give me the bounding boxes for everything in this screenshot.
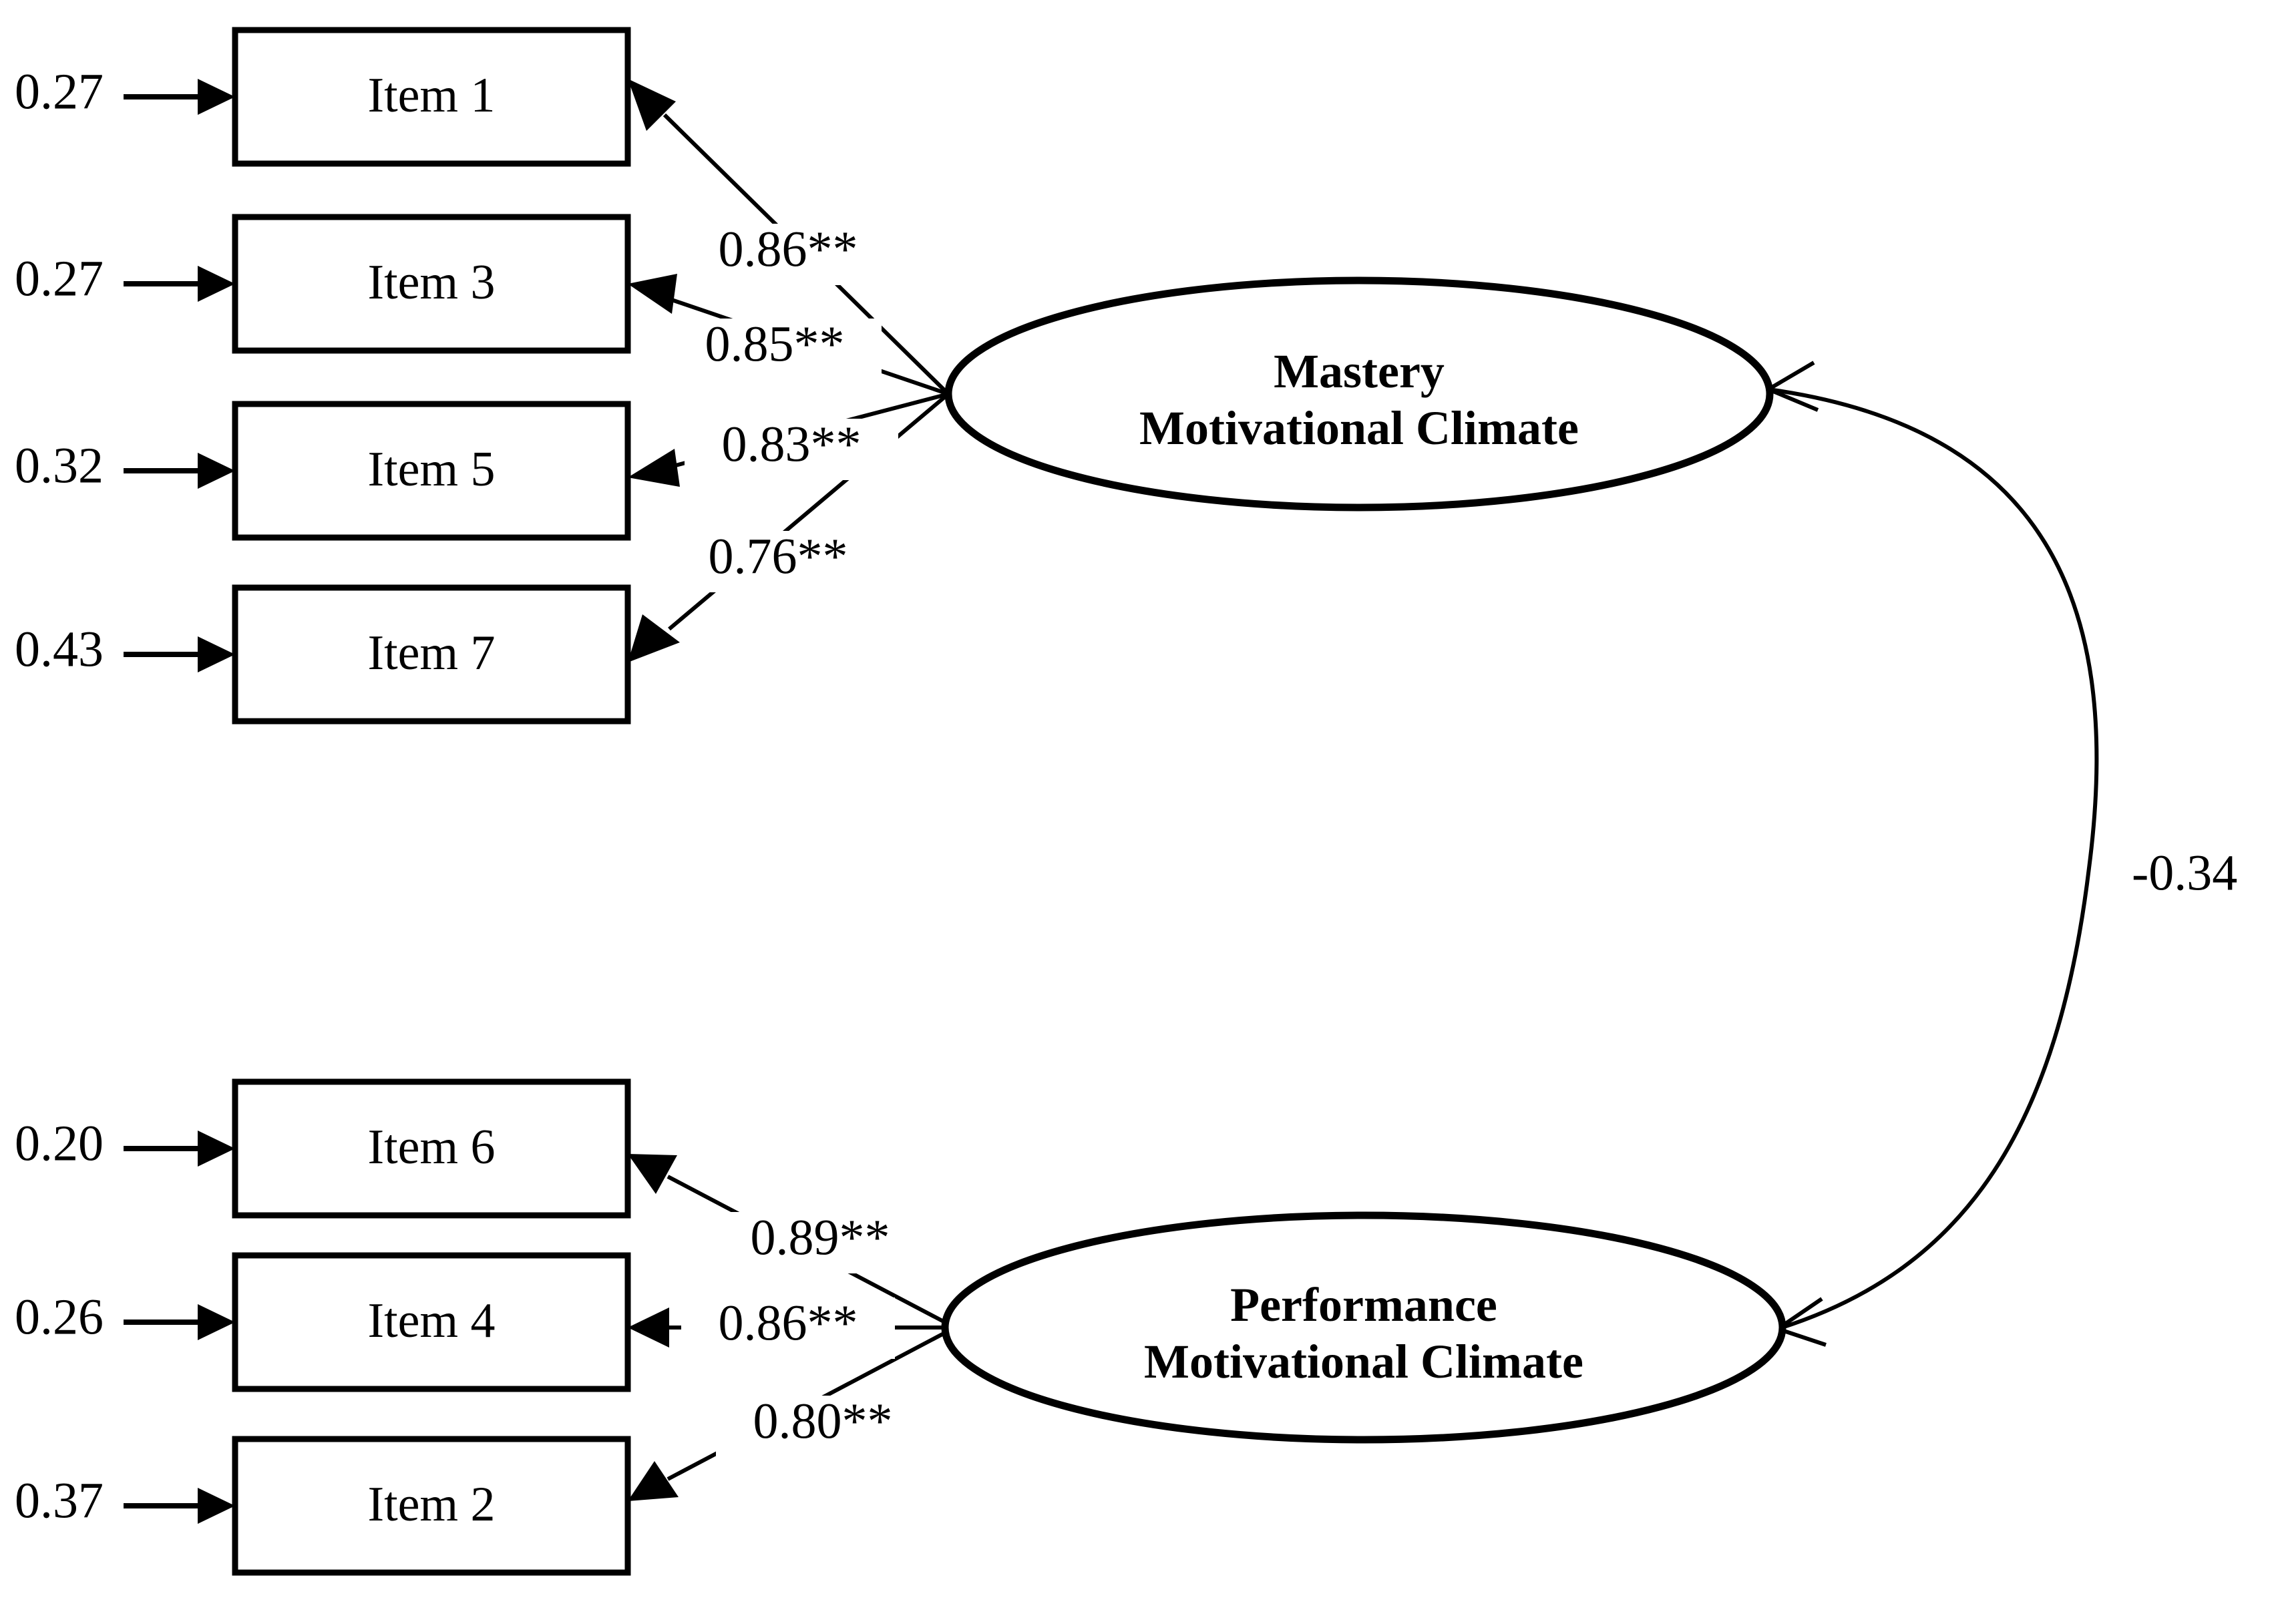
residual-label-item2: 0.37: [15, 1472, 104, 1529]
loading-label-item5-group: 0.83**: [685, 416, 898, 480]
loading-label-item7: 0.76**: [709, 528, 848, 584]
factor-ellipse-mastery[interactable]: [944, 276, 1774, 512]
residual-label-item5: 0.32: [15, 437, 104, 493]
loading-label-item3: 0.85**: [705, 316, 845, 372]
item-label-item6: Item 6: [367, 1120, 495, 1175]
residual-arrow-item4: [124, 1304, 235, 1340]
residual-arrow-item5: [124, 453, 235, 489]
residual-label-item4: 0.26: [15, 1289, 104, 1345]
item-box-item3[interactable]: [232, 214, 631, 354]
residual-label-item6: 0.20: [15, 1115, 104, 1171]
factor-label-performance-line1: Performance: [1230, 1278, 1497, 1332]
item-box-item6[interactable]: [232, 1078, 631, 1219]
residual-arrow-item1: [124, 79, 235, 115]
item-box-item7[interactable]: [232, 584, 631, 725]
loading-label-item1: 0.86**: [719, 221, 858, 277]
factor-ellipses-group: Mastery Motivational Climate Performance…: [941, 276, 1786, 1444]
residual-arrow-item2: [124, 1488, 235, 1524]
loading-paths-group: [628, 79, 956, 1501]
correlation-label: -0.34: [2132, 845, 2237, 901]
residual-label-item1: 0.27: [15, 63, 104, 120]
item-box-item2[interactable]: [232, 1436, 631, 1576]
item-box-item4[interactable]: [232, 1252, 631, 1392]
loading-label-item3-group: 0.85**: [668, 316, 882, 380]
loading-label-item2-group: 0.80**: [716, 1393, 930, 1457]
item-box-item1[interactable]: [232, 27, 631, 167]
item-label-item3: Item 3: [367, 255, 495, 310]
factor-ellipse-performance[interactable]: [941, 1211, 1786, 1444]
factor-label-mastery-line2: Motivational Climate: [1139, 401, 1579, 455]
correlation-curve-group: [1764, 361, 2099, 1347]
item-box-item5[interactable]: [232, 401, 631, 541]
loading-label-item2: 0.80**: [753, 1393, 893, 1449]
item-boxes-group: Item 1 Item 3 Item 5 Item 7 Item 6 Item …: [232, 27, 631, 1576]
loading-label-item7-group: 0.76**: [671, 528, 885, 592]
loading-label-item4-group: 0.86**: [681, 1295, 895, 1359]
item-label-item2: Item 2: [367, 1477, 495, 1532]
loading-label-item4: 0.86**: [719, 1295, 858, 1351]
factor-label-performance-line2: Motivational Climate: [1144, 1335, 1583, 1388]
residual-arrow-item6: [124, 1131, 235, 1167]
residual-labels-group: 0.27 0.27 0.32 0.43 0.20 0.26 0.37: [15, 63, 104, 1529]
factor-label-mastery-line1: Mastery: [1274, 345, 1445, 398]
loading-labels-group: 0.86** 0.85** 0.83** 0.76** 0.89** 0.86*…: [668, 221, 930, 1457]
loading-label-item1-group: 0.86**: [681, 221, 895, 285]
correlation-arrowhead-mastery: [1764, 361, 1819, 412]
item-label-item5: Item 5: [367, 442, 495, 497]
loading-label-item5: 0.83**: [722, 416, 862, 472]
item-label-item7: Item 7: [367, 626, 495, 680]
loading-label-item6: 0.89**: [751, 1209, 890, 1265]
loading-label-item6-group: 0.89**: [713, 1209, 927, 1273]
residual-label-item3: 0.27: [15, 250, 104, 307]
residual-arrow-item7: [124, 636, 235, 672]
item-label-item1: Item 1: [367, 68, 495, 123]
item-label-item4: Item 4: [367, 1293, 495, 1348]
residual-label-item7: 0.43: [15, 621, 104, 677]
residual-arrows-group: [124, 79, 235, 1524]
residual-arrow-item3: [124, 266, 235, 302]
